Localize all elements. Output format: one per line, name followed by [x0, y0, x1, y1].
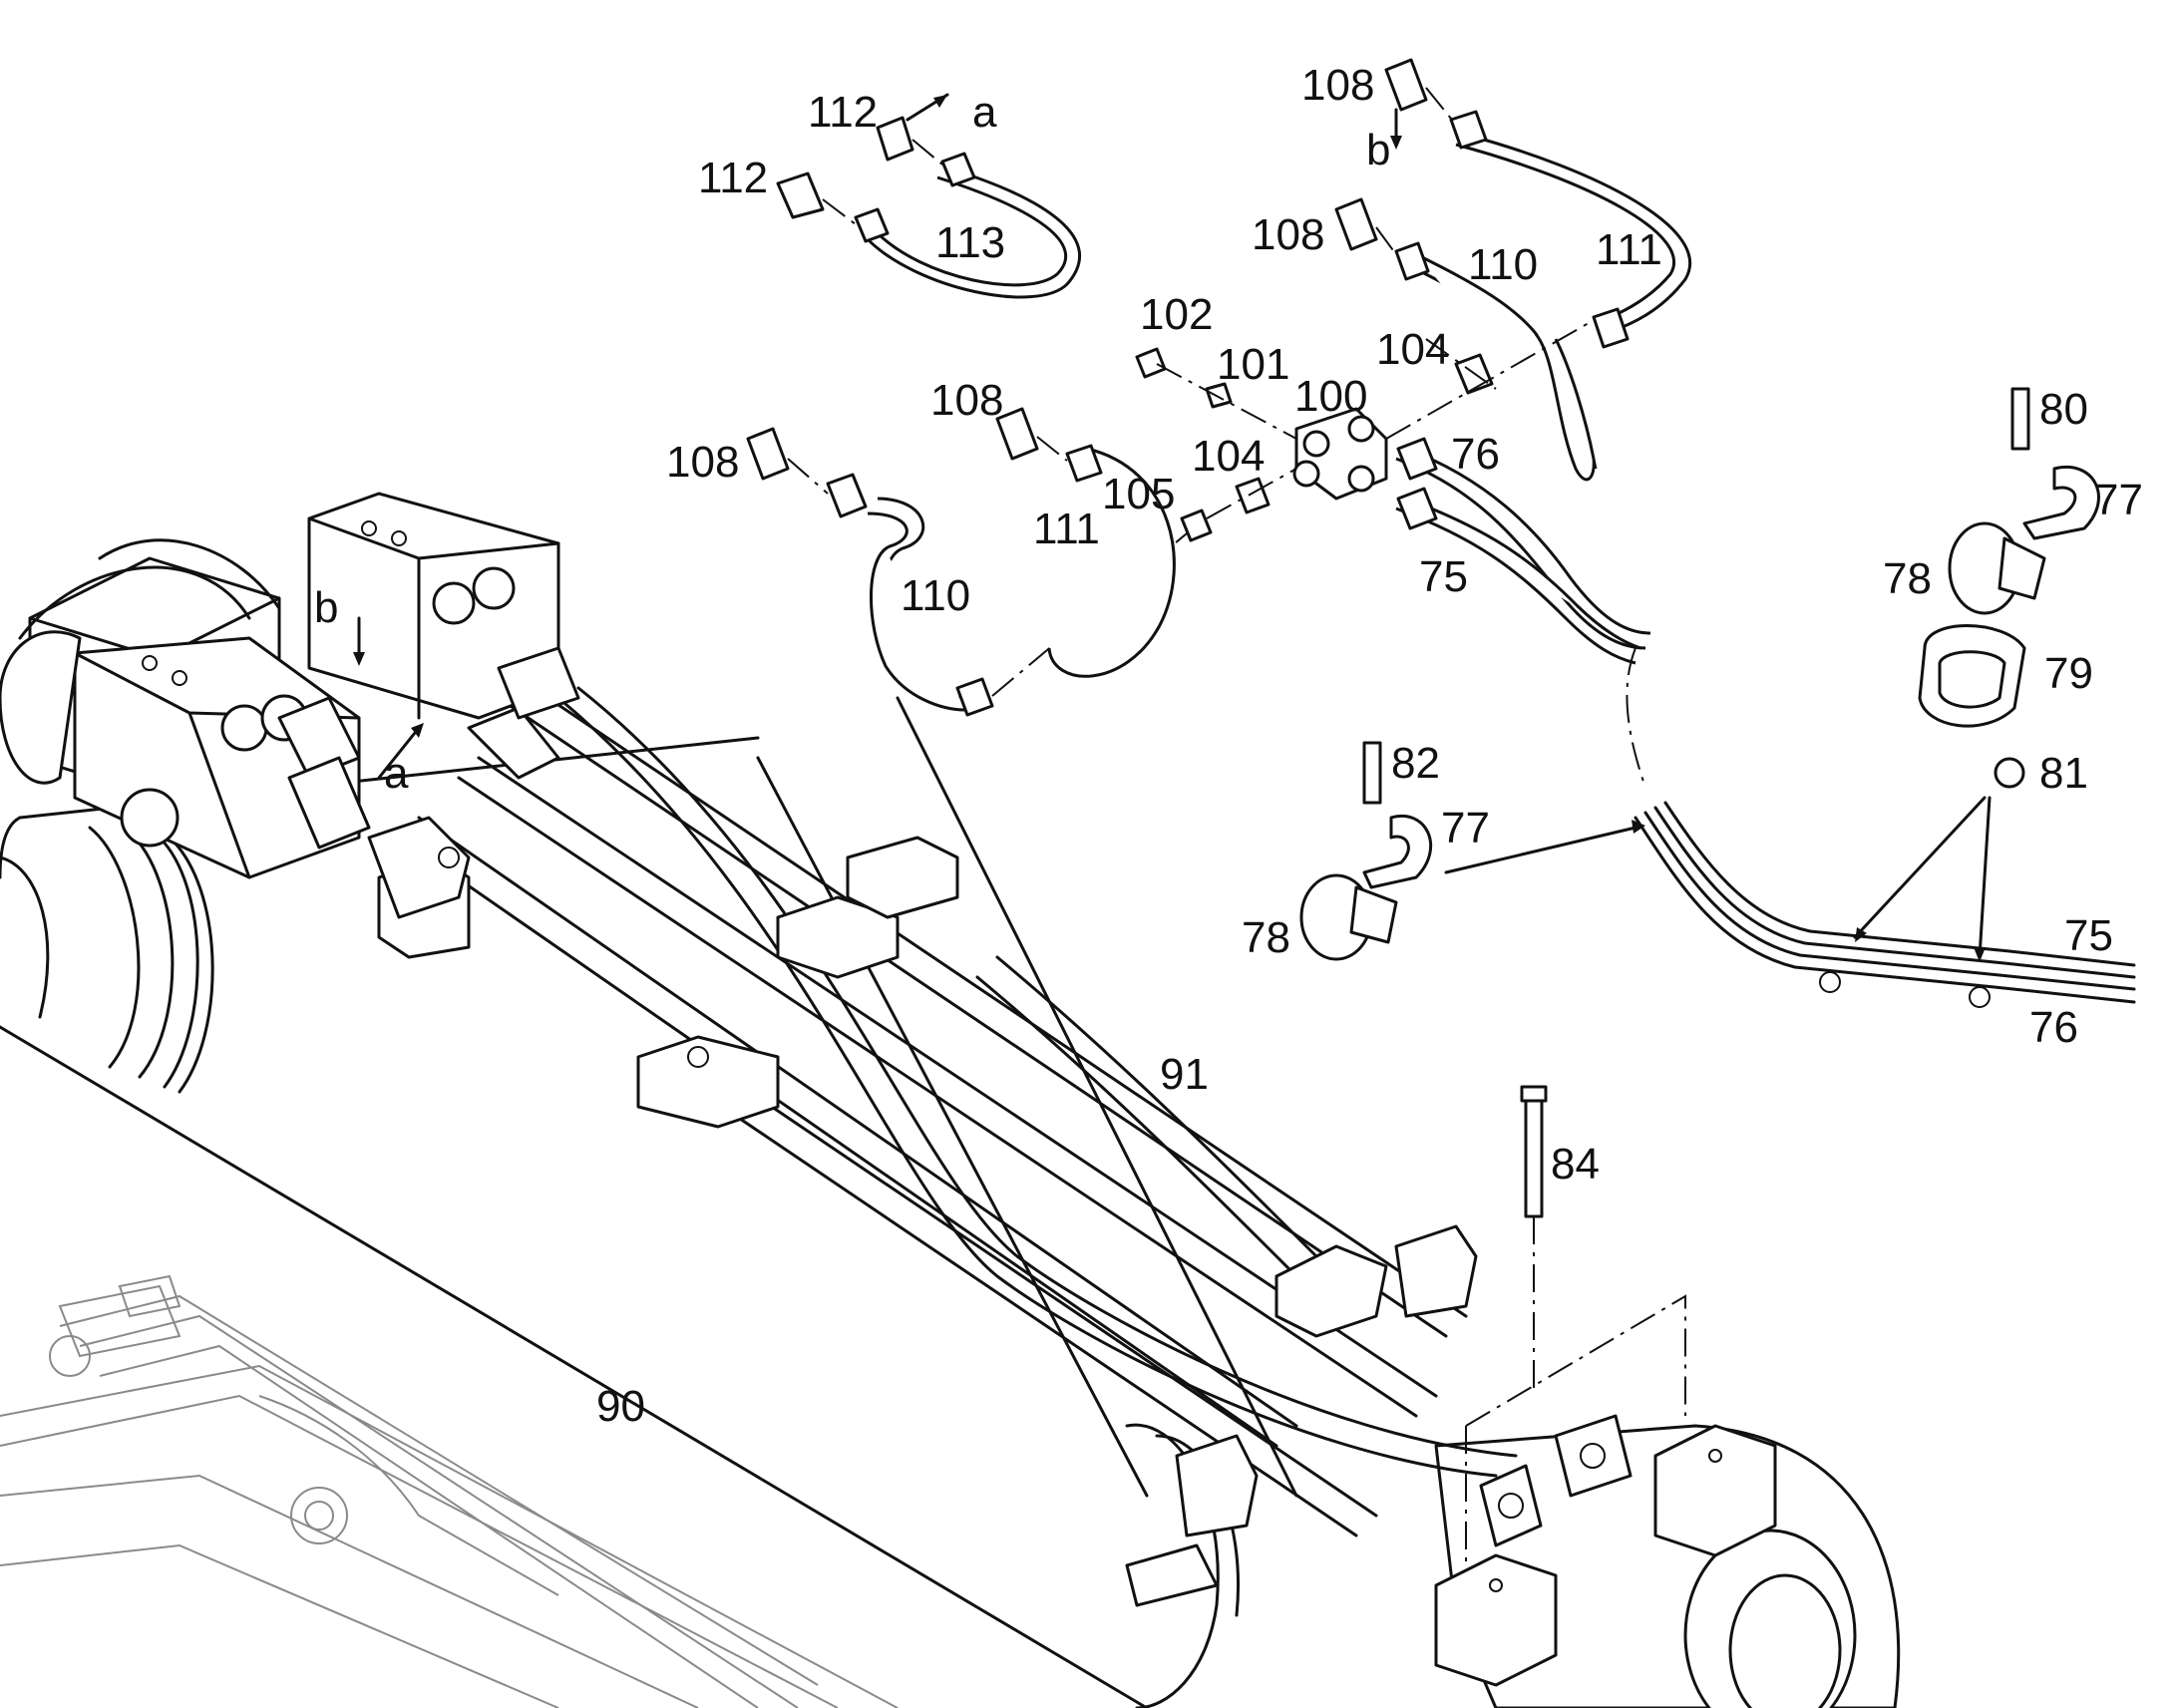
callout-110: 110 [1468, 240, 1538, 289]
callout-91: 91 [1160, 1050, 1209, 1099]
hose-111-mid-assembly [995, 407, 1176, 678]
callout-111: 111 [1033, 505, 1100, 553]
valve-block-assembly [0, 492, 580, 919]
hoses-75-76 [1395, 437, 2136, 1008]
tee-fitting-100 [1135, 318, 1597, 542]
callout-108: 108 [1252, 210, 1324, 259]
hose-110-left-assembly [746, 427, 1188, 717]
cylinder-hoses [397, 676, 1518, 1537]
callout-90: 90 [596, 1382, 645, 1431]
callout-104: 104 [1376, 325, 1449, 374]
reference-arrows [353, 616, 424, 780]
callout-110: 110 [901, 571, 970, 620]
callout-78: 78 [1883, 554, 1932, 603]
clamp-set-right [1853, 387, 2100, 962]
callout-b: b [1366, 126, 1390, 174]
callout-108: 108 [1301, 61, 1374, 110]
callout-76: 76 [1451, 430, 1500, 479]
hose-111-top-assembly [1384, 58, 1692, 349]
callout-113: 113 [935, 218, 1005, 267]
callout-112: 112 [808, 88, 878, 137]
callout-a: a [972, 88, 997, 137]
callout-78: 78 [1242, 913, 1290, 962]
callout-75: 75 [2064, 911, 2113, 960]
callout-104: 104 [1192, 432, 1265, 481]
callout-80: 80 [2039, 385, 2088, 434]
callout-77: 77 [1441, 804, 1490, 853]
callout-101: 101 [1217, 340, 1289, 389]
inset-boom-overview [0, 1274, 899, 1708]
callout-b: b [314, 583, 338, 632]
callout-77: 77 [2094, 476, 2143, 524]
callout-81: 81 [2039, 749, 2088, 798]
bolt-84 [1465, 1085, 1686, 1565]
hose-113-assembly [776, 93, 1081, 299]
callout-100: 100 [1294, 372, 1367, 421]
callout-102: 102 [1140, 290, 1213, 339]
callout-84: 84 [1551, 1140, 1600, 1189]
callout-79: 79 [2044, 649, 2093, 698]
callout-105: 105 [1102, 470, 1175, 518]
callout-76: 76 [2029, 1003, 2078, 1052]
hose-110-top-assembly [1334, 197, 1598, 482]
hydraulic-cylinder [0, 696, 1901, 1708]
callout-108: 108 [666, 438, 739, 487]
callout-108: 108 [930, 376, 1003, 425]
callout-labels: 112 a 112 113 108 b 108 110 111 102 101 … [314, 61, 2143, 1431]
callout-82: 82 [1391, 739, 1440, 788]
clamp-set-mid [1299, 741, 1645, 961]
callout-111: 111 [1596, 225, 1662, 274]
callout-112: 112 [698, 154, 768, 202]
callout-75: 75 [1419, 552, 1468, 601]
callout-a: a [384, 749, 409, 798]
